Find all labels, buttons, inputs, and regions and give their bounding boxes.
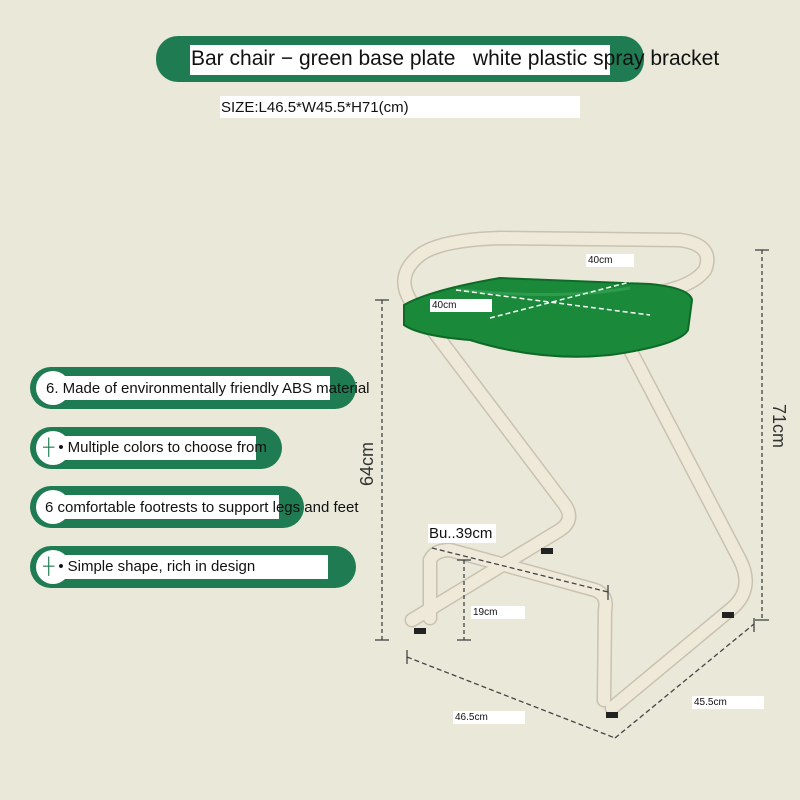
feature-text: 6 comfortable footrests to support legs … bbox=[45, 499, 359, 516]
width-label: 45.5cm bbox=[692, 696, 764, 709]
bullet: • bbox=[58, 439, 64, 456]
bullet: • bbox=[58, 558, 64, 575]
plus-icon: ┼ bbox=[43, 557, 55, 575]
plus-icon: ┼ bbox=[43, 438, 55, 456]
total-height-label: 71cm bbox=[769, 404, 789, 449]
seat-depth-label: 40cm bbox=[586, 254, 634, 267]
length-label: 46.5cm bbox=[453, 711, 525, 724]
footrest-height-label: 19cm bbox=[471, 606, 525, 619]
seat-width-label: 40cm bbox=[430, 299, 492, 312]
title-highlight bbox=[190, 45, 610, 75]
feature-text: Multiple colors to choose from bbox=[67, 439, 267, 456]
size-highlight bbox=[220, 96, 580, 118]
seat bbox=[403, 276, 694, 358]
product-title: Bar chair − green base plate white plast… bbox=[191, 47, 720, 70]
feature-text: 6. Made of environmentally friendly ABS … bbox=[46, 380, 370, 397]
feature-text: Simple shape, rich in design bbox=[67, 558, 256, 575]
footrest-width-label: Bu..39cm bbox=[428, 524, 497, 543]
seat-height-label: 64cm bbox=[357, 442, 377, 487]
size-text: SIZE:L46.5*W45.5*H71(cm) bbox=[221, 99, 409, 116]
